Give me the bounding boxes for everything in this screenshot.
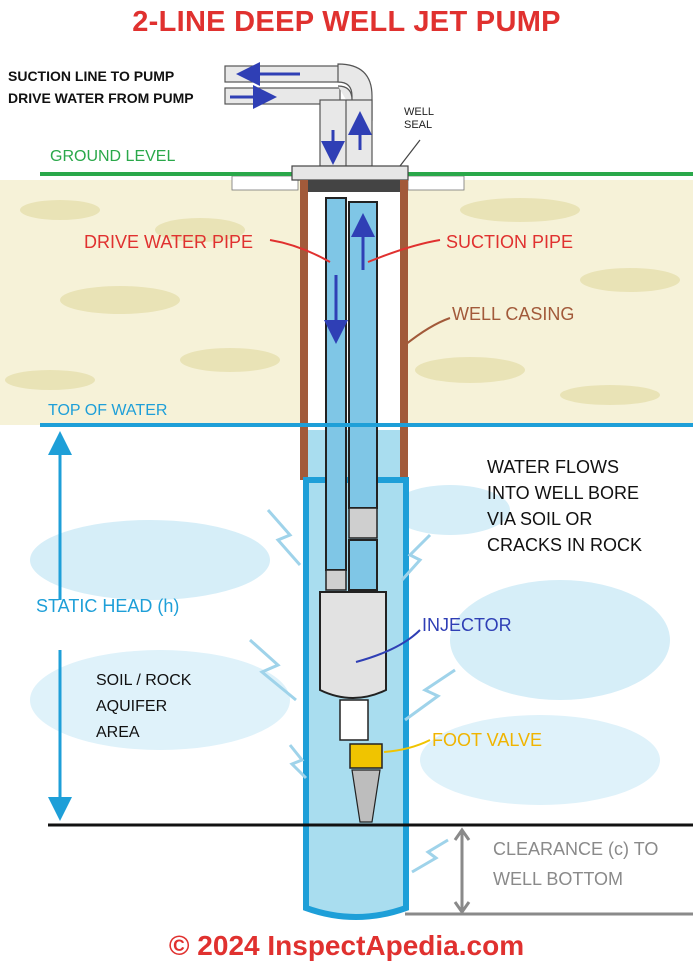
clearance-marker [405,827,693,916]
well-casing-label: WELL CASING [452,304,575,324]
well-casing-right [400,180,408,480]
injector-body [319,591,387,699]
suction-coupling [348,507,378,539]
static-head-label: STATIC HEAD (h) [36,596,180,616]
foot-valve-label: FOOT VALVE [432,730,543,750]
suction-pipe-label: SUCTION PIPE [446,232,574,252]
foot-valve-leader [383,739,431,753]
well-seal-pointer [399,139,421,167]
drive-water-pipe [325,197,347,571]
suction-pipe-leader [367,239,441,263]
drive-coupling [325,569,347,591]
casing-leader [404,317,451,346]
well-casing-left [300,180,308,480]
foot-valve [349,743,383,769]
suction-pipe-lower [348,539,378,591]
surface-piping [224,63,373,167]
drive-pipe-leader [269,239,331,263]
water-flows-label: WATER FLOWS INTO WELL BORE VIA SOIL OR C… [487,457,643,555]
strainer [351,769,381,823]
injector-leader [355,629,421,663]
casing-top-plate [308,180,400,192]
clearance-label: CLEARANCE (c) TO WELL BOTTOM [493,839,659,889]
suction-line-label: SUCTION LINE TO PUMP [8,68,175,84]
page-title: 2-LINE DEEP WELL JET PUMP [132,6,561,38]
ground-level-label: GROUND LEVEL [50,148,176,165]
inflow-bolts [249,509,456,874]
well-seal-label: WELL SEAL [404,106,434,131]
soil-rock-label: SOIL / ROCK AQUIFER AREA [96,672,192,741]
drive-water-label: DRIVE WATER FROM PUMP [8,90,194,106]
drive-water-pipe-label: DRIVE WATER PIPE [84,232,254,252]
injector-neck [339,699,369,741]
copyright-footer: © 2024 InspectApedia.com [168,930,525,961]
injector-label: INJECTOR [422,615,512,635]
aquifer-texture [30,485,670,805]
top-of-water-label: TOP OF WATER [48,402,168,419]
well-seal-cap [291,165,409,181]
